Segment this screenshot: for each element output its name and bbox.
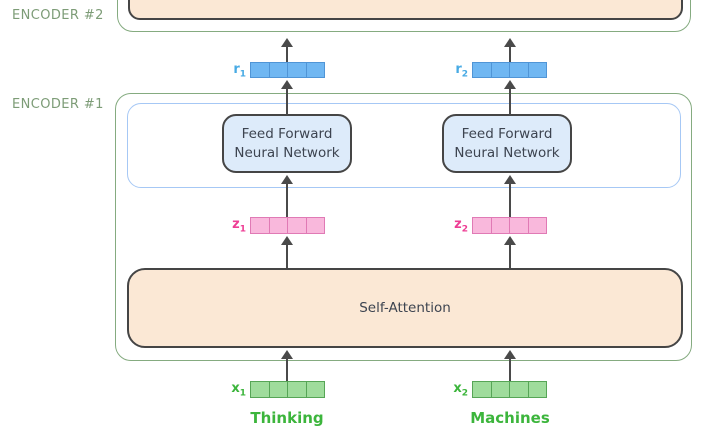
z2-label: z2 [454, 217, 468, 235]
arrow-up-icon [281, 350, 293, 381]
x2-label: x2 [453, 381, 468, 399]
word-thinking: Thinking [250, 409, 324, 427]
r1-label: r1 [233, 62, 246, 80]
r2-label: r2 [455, 62, 468, 80]
x1-vector [250, 381, 325, 398]
ffnn-1-line1: Feed Forward [241, 125, 333, 142]
arrow-up-icon [504, 350, 516, 381]
vector-cell [288, 382, 307, 397]
vector-cell [306, 382, 324, 397]
vector-cell [491, 218, 510, 233]
self-attention-box: Self-Attention [127, 268, 683, 348]
encoder-2-label: ENCODER #2 [12, 8, 104, 23]
ffnn-2-line2: Neural Network [454, 144, 560, 161]
vector-cell [491, 63, 510, 77]
arrow-up-icon [504, 38, 516, 62]
encoder-1-label: ENCODER #1 [12, 97, 104, 112]
encoder-2-box [117, 0, 691, 32]
x1-label: x1 [231, 381, 246, 399]
arrow-up-icon [504, 175, 516, 217]
vector-cell [251, 218, 270, 233]
self-attention-label: Self-Attention [359, 300, 451, 316]
arrow-up-icon [281, 236, 293, 268]
vector-cell [251, 382, 270, 397]
z2-vector [472, 217, 547, 234]
r2-vector [472, 62, 547, 78]
vector-cell [528, 382, 546, 397]
ffnn-1-line2: Neural Network [234, 144, 340, 161]
z1-vector [250, 217, 325, 234]
word-machines: Machines [470, 409, 550, 427]
arrow-up-icon [281, 38, 293, 62]
vector-cell [473, 382, 492, 397]
arrow-up-icon [504, 236, 516, 268]
vector-cell [473, 218, 492, 233]
vector-cell [288, 63, 307, 77]
encoder-1-box [115, 93, 692, 361]
vector-cell [473, 63, 492, 77]
ffnn-2-line1: Feed Forward [461, 125, 553, 142]
ffnn-layer-container [127, 103, 681, 188]
vector-cell [528, 218, 546, 233]
vector-cell [510, 382, 529, 397]
vector-cell [306, 63, 324, 77]
vector-cell [510, 218, 529, 233]
vector-cell [269, 218, 288, 233]
arrow-up-icon [504, 80, 516, 115]
vector-cell [269, 382, 288, 397]
arrow-up-icon [281, 175, 293, 217]
arrow-up-icon [281, 80, 293, 115]
vector-cell [269, 63, 288, 77]
x2-vector [472, 381, 547, 398]
vector-cell [528, 63, 546, 77]
vector-cell [288, 218, 307, 233]
vector-cell [251, 63, 270, 77]
vector-cell [491, 382, 510, 397]
vector-cell [306, 218, 324, 233]
r1-vector [250, 62, 325, 78]
z1-label: z1 [232, 217, 246, 235]
encoder-2-attention-box [128, 0, 683, 20]
vector-cell [510, 63, 529, 77]
